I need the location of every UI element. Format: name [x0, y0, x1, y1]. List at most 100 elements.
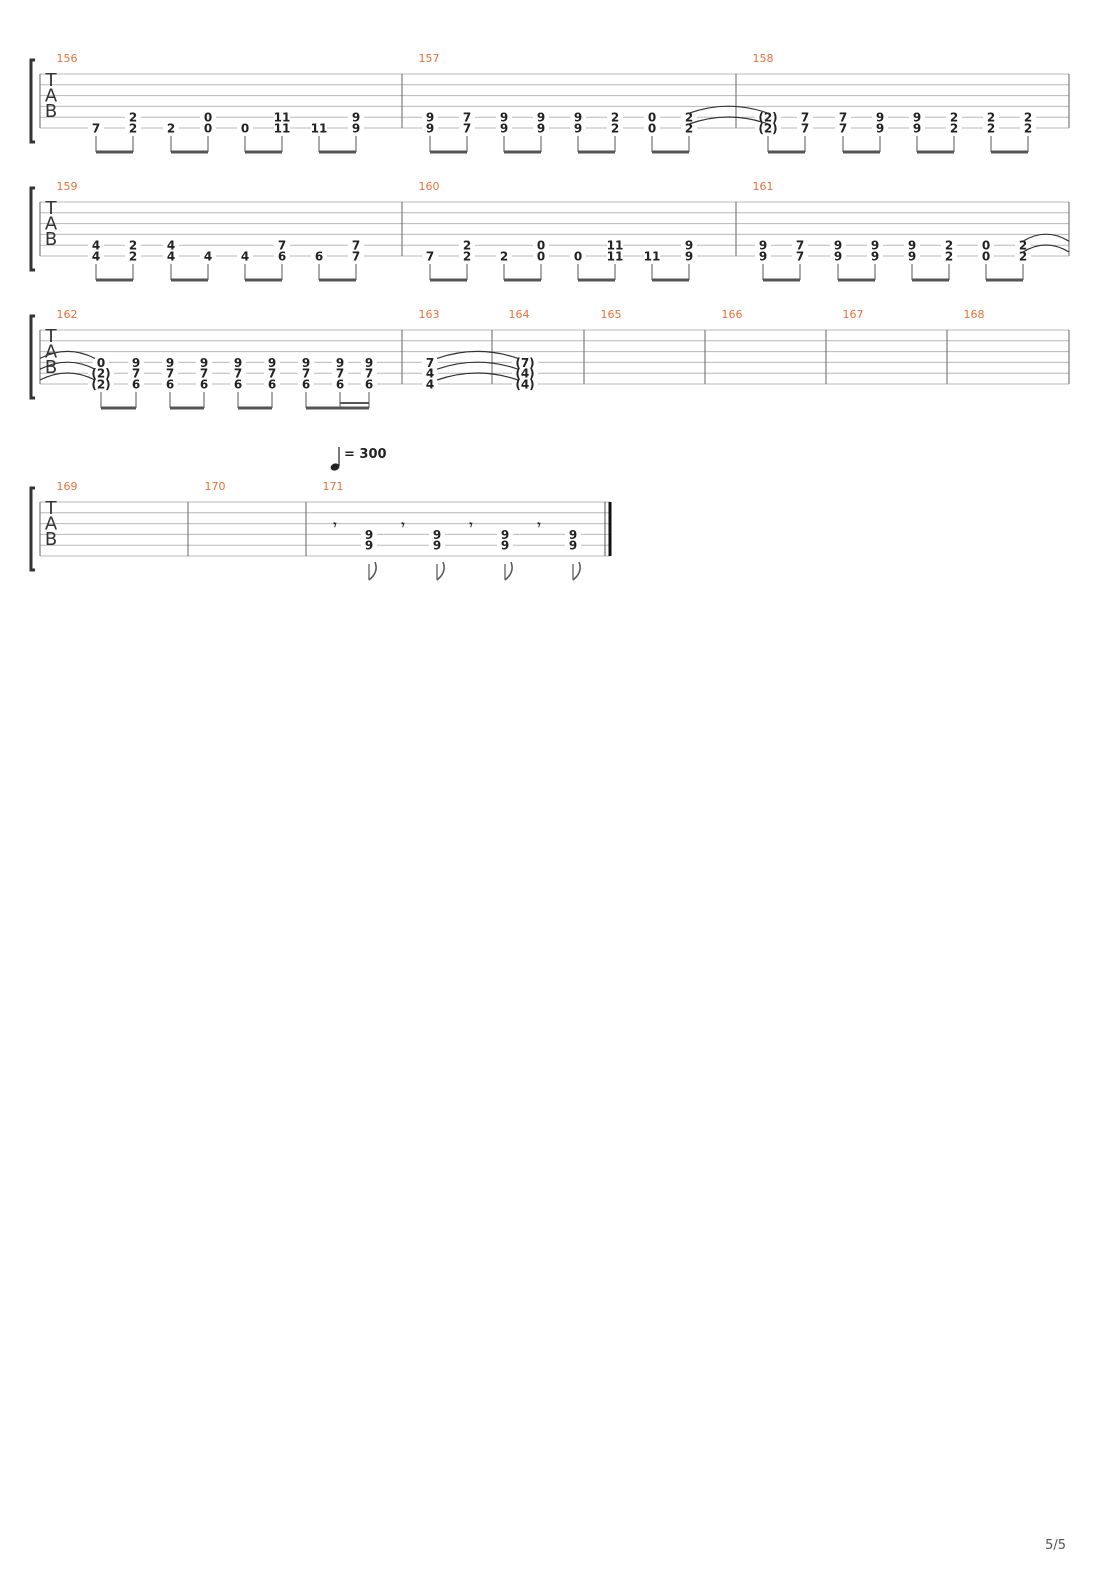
fret-mask [797, 112, 813, 123]
fret-number: 11 [644, 250, 661, 264]
tempo-marking: = 300 [344, 447, 387, 462]
fret-number: 0 [982, 250, 990, 264]
fret-number: 7 [278, 239, 286, 253]
fret-number: 2 [1019, 250, 1027, 264]
fret-number: 4 [167, 250, 175, 264]
measure-number-170: 170 [205, 480, 226, 493]
fret-mask [237, 251, 253, 261]
measure-number-164: 164 [509, 308, 530, 321]
fret-number: 2 [950, 122, 958, 136]
fret-mask [607, 251, 623, 261]
fret-mask [93, 357, 109, 368]
tab-clef-letter: T [45, 326, 58, 347]
fret-mask [311, 251, 327, 261]
fret-number: (2) [91, 367, 110, 381]
fret-number: 9 [352, 122, 360, 136]
fret-number: 2 [167, 122, 175, 136]
fret-mask [512, 368, 538, 379]
fret-mask [361, 529, 377, 540]
fret-number: 9 [500, 122, 508, 136]
fret-mask [459, 112, 475, 123]
fret-mask [533, 251, 549, 261]
fret-number: 7 [839, 122, 847, 136]
fret-number: 2 [987, 111, 995, 125]
fret-number: 7 [801, 122, 809, 136]
fret-mask [835, 112, 851, 123]
fret-mask [128, 379, 144, 389]
fret-number: 0 [97, 356, 105, 370]
fret-mask [497, 529, 513, 540]
tie-arc [39, 361, 96, 370]
fret-number: 0 [648, 111, 656, 125]
fret-number: 2 [500, 250, 508, 264]
fret-mask [264, 368, 280, 379]
fret-mask [128, 357, 144, 368]
fret-number: 9 [759, 239, 767, 253]
fret-mask [946, 123, 962, 133]
tab-clef-letter: T [45, 498, 58, 519]
fret-number: 7 [463, 111, 471, 125]
measure-number-171: 171 [323, 480, 344, 493]
fret-mask [274, 240, 290, 251]
fret-mask [497, 540, 513, 551]
tie-arc [39, 372, 96, 381]
fret-number: 7 [268, 367, 276, 381]
fret-number: 9 [876, 122, 884, 136]
note-flag [368, 561, 377, 581]
fret-number: 4 [426, 378, 434, 392]
fret-number: 9 [268, 356, 276, 370]
tab-clef-letter: A [45, 514, 58, 535]
fret-number: 9 [336, 356, 344, 370]
fret-mask [755, 123, 781, 133]
fret-number: 9 [871, 239, 879, 253]
measure-number-156: 156 [57, 52, 78, 65]
fret-mask [797, 123, 813, 133]
fret-mask [792, 240, 808, 251]
fret-mask [422, 112, 438, 123]
fret-number: 9 [569, 539, 577, 553]
measure-number-160: 160 [419, 180, 440, 193]
fret-number: 9 [574, 111, 582, 125]
fret-mask [909, 123, 925, 133]
fret-number: 9 [871, 250, 879, 264]
fret-number: 9 [234, 356, 242, 370]
tie-arc [436, 361, 519, 370]
fret-number: (4) [515, 378, 534, 392]
tie-arc [1022, 244, 1070, 253]
fret-mask [904, 251, 920, 261]
fret-mask [941, 251, 957, 261]
fret-mask [872, 123, 888, 133]
fret-number: 9 [876, 111, 884, 125]
fret-number: 0 [537, 239, 545, 253]
fret-mask [533, 240, 549, 251]
fret-mask [830, 240, 846, 251]
fret-mask [230, 368, 246, 379]
eighth-rest: 𝄾 [332, 518, 337, 532]
measure-number-168: 168 [964, 308, 985, 321]
tie-arc [436, 372, 519, 381]
fret-mask [792, 251, 808, 261]
fret-mask [128, 368, 144, 379]
tab-clef-letter: B [45, 529, 57, 550]
fret-number: 7 [200, 367, 208, 381]
fret-number: 2 [1024, 111, 1032, 125]
page-number: 5/5 [1045, 1538, 1066, 1553]
fret-number: 9 [537, 122, 545, 136]
tie-arc [688, 116, 769, 125]
tie-arc [39, 350, 96, 359]
fret-mask [196, 357, 212, 368]
fret-number: 9 [834, 250, 842, 264]
fret-mask [496, 123, 512, 133]
fret-mask [681, 123, 697, 133]
fret-mask [163, 123, 179, 133]
fret-number: 6 [234, 378, 242, 392]
fret-mask [565, 540, 581, 551]
fret-number: 9 [913, 111, 921, 125]
fret-number: 7 [132, 367, 140, 381]
fret-mask [978, 251, 994, 261]
fret-number: 6 [336, 378, 344, 392]
fret-number: 11 [274, 111, 291, 125]
fret-number: 9 [302, 356, 310, 370]
fret-number: 9 [365, 539, 373, 553]
